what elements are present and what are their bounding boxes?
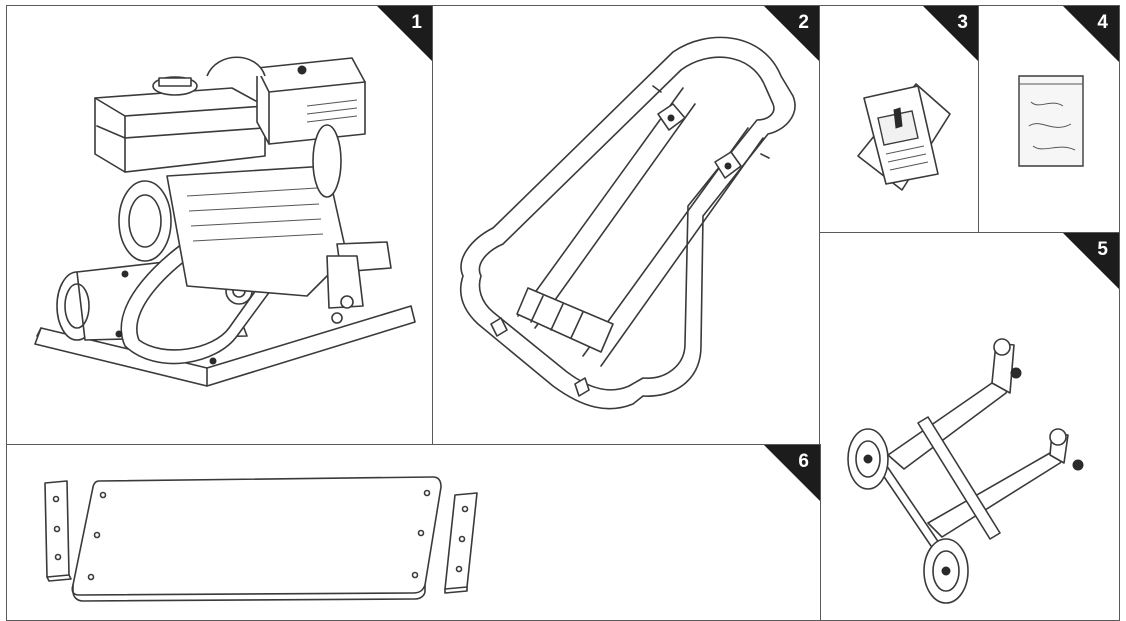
- panel-5-badge: [1062, 233, 1119, 290]
- panel-6-badge: [763, 445, 820, 502]
- panel-3-number: 3: [957, 12, 968, 33]
- panel-4-badge: [1062, 6, 1119, 63]
- panel-3-badge: [922, 6, 979, 63]
- panel-3: 3: [819, 5, 980, 234]
- panel-2-number: 2: [798, 12, 809, 33]
- panel-4: 4: [978, 5, 1120, 234]
- panel-6-number: 6: [798, 451, 809, 472]
- panel-1-number: 1: [411, 12, 422, 33]
- panel-5: 5: [819, 232, 1120, 621]
- wheel-kit-icon: [847, 338, 1084, 604]
- panel-1: 1: [6, 5, 434, 446]
- panel-2-badge: [763, 6, 820, 63]
- handle-frame-icon: [459, 36, 796, 410]
- manual-booklet-icon: [857, 83, 951, 191]
- panel-1-badge: [376, 6, 433, 63]
- panel-6: 6: [6, 444, 821, 621]
- parts-bag-icon: [1018, 75, 1084, 167]
- panel-4-number: 4: [1097, 12, 1108, 33]
- panel-5-number: 5: [1097, 239, 1108, 260]
- panel-2: 2: [432, 5, 821, 446]
- rubber-pad-and-strips-icon: [44, 476, 478, 602]
- plate-compactor-icon: [34, 56, 416, 387]
